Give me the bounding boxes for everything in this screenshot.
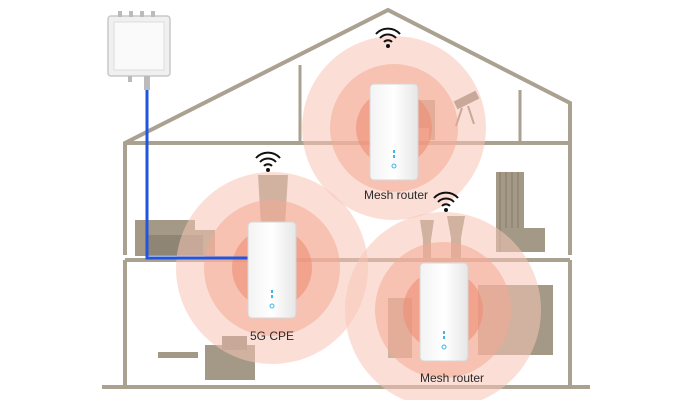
outdoor-unit-icon — [107, 11, 171, 90]
ethernet-cable — [145, 90, 248, 260]
wifi-icon — [255, 151, 281, 172]
mesh-router-top-device — [369, 83, 419, 181]
mesh-router-top-label: Mesh router — [364, 188, 428, 202]
wifi-icon — [433, 191, 459, 212]
cpe-device — [247, 221, 297, 319]
cpe-label: 5G CPE — [250, 329, 294, 343]
mesh-router-bottom-label: Mesh router — [420, 371, 484, 385]
mesh-router-bottom-device — [419, 262, 469, 362]
wifi-icon — [375, 27, 401, 48]
